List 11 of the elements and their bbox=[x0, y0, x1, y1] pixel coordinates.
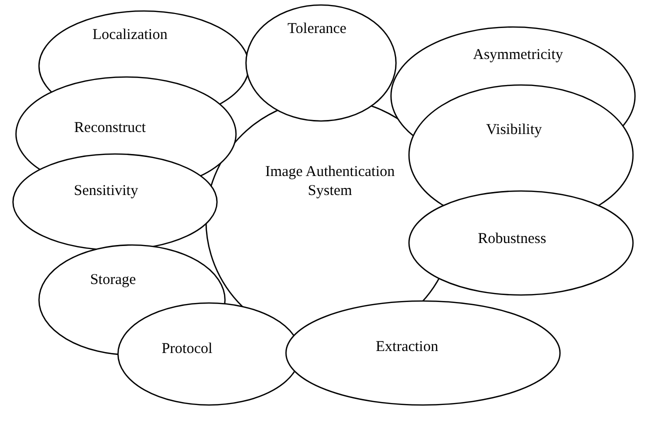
node-label: Tolerance bbox=[286, 20, 348, 39]
node-label: Sensitivity bbox=[72, 182, 140, 201]
node-label: Protocol bbox=[160, 340, 214, 359]
node-label: Visibility bbox=[485, 121, 543, 140]
node-label: Asymmetricity bbox=[472, 46, 564, 65]
node-label: Extraction bbox=[374, 338, 440, 357]
node-label: Image Authentication System bbox=[264, 163, 396, 200]
node-label: Storage bbox=[89, 271, 137, 290]
node-label: Localization bbox=[92, 26, 168, 45]
node-label: Robustness bbox=[476, 230, 548, 249]
node-label: Reconstruct bbox=[73, 119, 147, 138]
